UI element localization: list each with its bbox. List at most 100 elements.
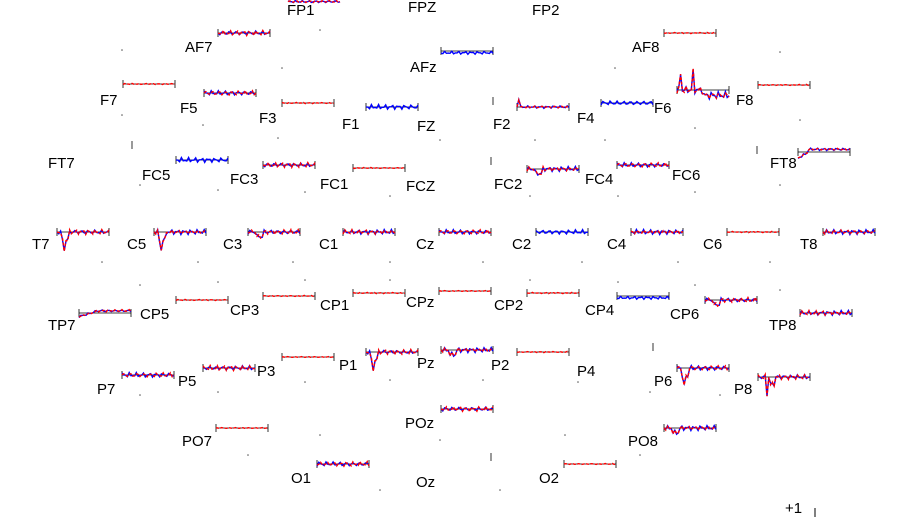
blue-trace	[56, 228, 110, 251]
channel-label: AFz	[410, 59, 437, 76]
channel-label: Cz	[416, 236, 434, 253]
channel-label: CP5	[140, 306, 169, 323]
channel-c5: C5	[127, 227, 207, 253]
channel-fpz: FPZ	[408, 0, 436, 16]
red-trace	[262, 161, 316, 170]
channel-label: FC6	[672, 167, 700, 184]
grid-dot	[304, 191, 306, 193]
grid-dot	[101, 261, 103, 263]
grid-dot	[121, 114, 123, 116]
red-trace	[438, 228, 492, 235]
channel-label: FP1	[287, 2, 315, 19]
red-trace	[799, 308, 853, 317]
channel-label: TP8	[769, 317, 797, 334]
red-trace	[122, 82, 176, 86]
channel-fc6: FC6	[672, 146, 758, 184]
channel-af7: AF7	[185, 29, 271, 56]
channel-label: P2	[491, 357, 509, 374]
channel-label: F7	[100, 92, 118, 109]
channel-fc5: FC5	[142, 155, 229, 184]
channel-cp2: CP2	[494, 289, 580, 314]
grid-dot	[389, 379, 391, 381]
grid-dot	[799, 119, 801, 121]
channel-c4: C4	[607, 227, 684, 253]
channel-p6: P6	[654, 364, 730, 390]
channel-f3: F3	[259, 99, 335, 127]
grid-dot	[779, 184, 781, 186]
channel-label: CPz	[406, 294, 434, 311]
grid-dot	[217, 281, 219, 283]
channel-cz: Cz	[416, 228, 492, 253]
channel-t7: T7	[32, 227, 110, 253]
grid-dot	[534, 139, 536, 141]
channel-label: O2	[539, 470, 559, 487]
channel-fz: FZ	[417, 97, 494, 135]
channel-label: C1	[319, 236, 338, 253]
channel-pz: Pz	[417, 346, 494, 372]
channel-label: TP7	[48, 317, 76, 334]
grid-dot	[529, 195, 531, 197]
channel-tp7: TP7	[48, 308, 132, 334]
channel-af8: AF8	[632, 29, 717, 56]
scale-marker: +1	[785, 500, 816, 517]
grid-dot	[694, 127, 696, 129]
grid-dot	[564, 434, 566, 436]
red-trace	[757, 371, 811, 397]
red-trace	[247, 227, 301, 240]
channel-po8: PO8	[628, 424, 717, 450]
red-trace	[365, 347, 419, 372]
blue-trace	[616, 295, 670, 301]
grid-dot	[304, 381, 306, 383]
grid-dot	[247, 454, 249, 456]
grid-dot	[319, 434, 321, 436]
channel-f8: F8	[736, 81, 811, 109]
grid-dot	[277, 137, 279, 139]
channel-label: PO8	[628, 433, 658, 450]
red-trace	[704, 296, 758, 308]
grid-dot	[639, 454, 641, 456]
channel-o2: O2	[539, 460, 617, 487]
grid-dot	[202, 124, 204, 126]
grid-dot	[389, 261, 391, 263]
channel-f2: F2	[493, 96, 570, 133]
grid-dot	[617, 281, 619, 283]
channel-label: CP3	[230, 302, 259, 319]
grid-dot	[389, 279, 391, 281]
channel-label: F2	[493, 116, 511, 133]
red-trace	[822, 228, 876, 236]
channel-label: P4	[577, 363, 595, 380]
channel-label: P1	[339, 357, 357, 374]
blue-trace	[176, 155, 229, 164]
grid-dot	[139, 394, 141, 396]
channel-p2: P2	[491, 348, 570, 374]
grid-dot	[581, 261, 583, 263]
channel-po7: PO7	[182, 424, 269, 450]
channel-o1: O1	[291, 460, 370, 487]
channel-p3: P3	[257, 353, 335, 380]
channel-fcz: FCZ	[406, 157, 492, 195]
channel-afz: AFz	[410, 47, 494, 76]
grid-dot	[649, 391, 651, 393]
channel-p5: P5	[178, 363, 256, 390]
channel-label: FT8	[770, 155, 797, 172]
channel-label: P5	[178, 373, 196, 390]
channel-tp8: TP8	[769, 308, 853, 334]
red-trace	[526, 164, 580, 176]
channel-label: T8	[800, 236, 818, 253]
red-trace	[516, 350, 570, 354]
channel-poz: POz	[405, 404, 494, 432]
channel-f7: F7	[100, 80, 176, 109]
channel-c3: C3	[223, 227, 301, 253]
channel-f6: F6	[654, 68, 730, 117]
channel-label: C3	[223, 236, 242, 253]
channel-label: F3	[259, 110, 277, 127]
channel-label: F6	[654, 100, 672, 117]
red-trace	[287, 0, 341, 4]
grid-dot	[389, 195, 391, 197]
grid-dot	[694, 191, 696, 193]
red-trace	[526, 291, 580, 295]
red-trace	[153, 227, 207, 251]
channel-cp1: CP1	[320, 289, 406, 314]
red-trace	[121, 371, 175, 378]
red-trace	[440, 404, 494, 414]
